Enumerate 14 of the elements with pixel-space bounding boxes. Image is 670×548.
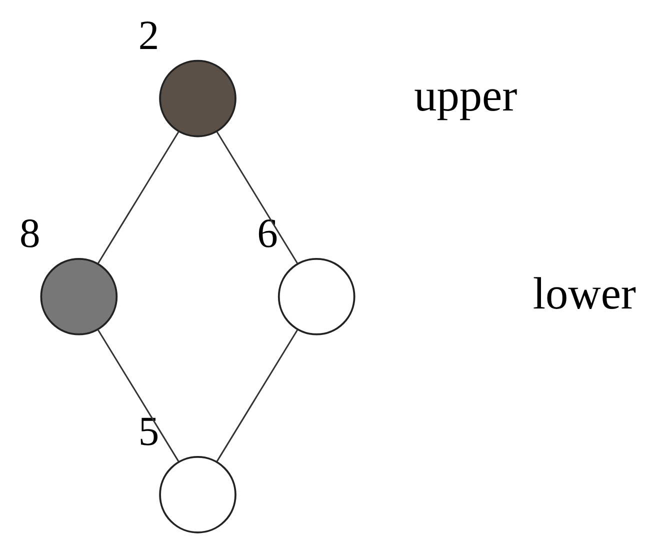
connector bbox=[216, 131, 298, 264]
node-circle bbox=[278, 258, 356, 336]
node-circle bbox=[159, 456, 236, 534]
label: upper bbox=[414, 70, 518, 120]
label: lower bbox=[532, 268, 636, 318]
node-circle bbox=[40, 258, 118, 336]
node-circle bbox=[159, 60, 236, 138]
connector bbox=[216, 329, 298, 462]
node-label: 2 bbox=[138, 12, 160, 58]
connector bbox=[97, 329, 180, 462]
connector bbox=[97, 131, 180, 264]
node-label: 6 bbox=[257, 210, 278, 256]
node-label: 5 bbox=[138, 408, 160, 454]
node-label: 8 bbox=[19, 210, 40, 256]
